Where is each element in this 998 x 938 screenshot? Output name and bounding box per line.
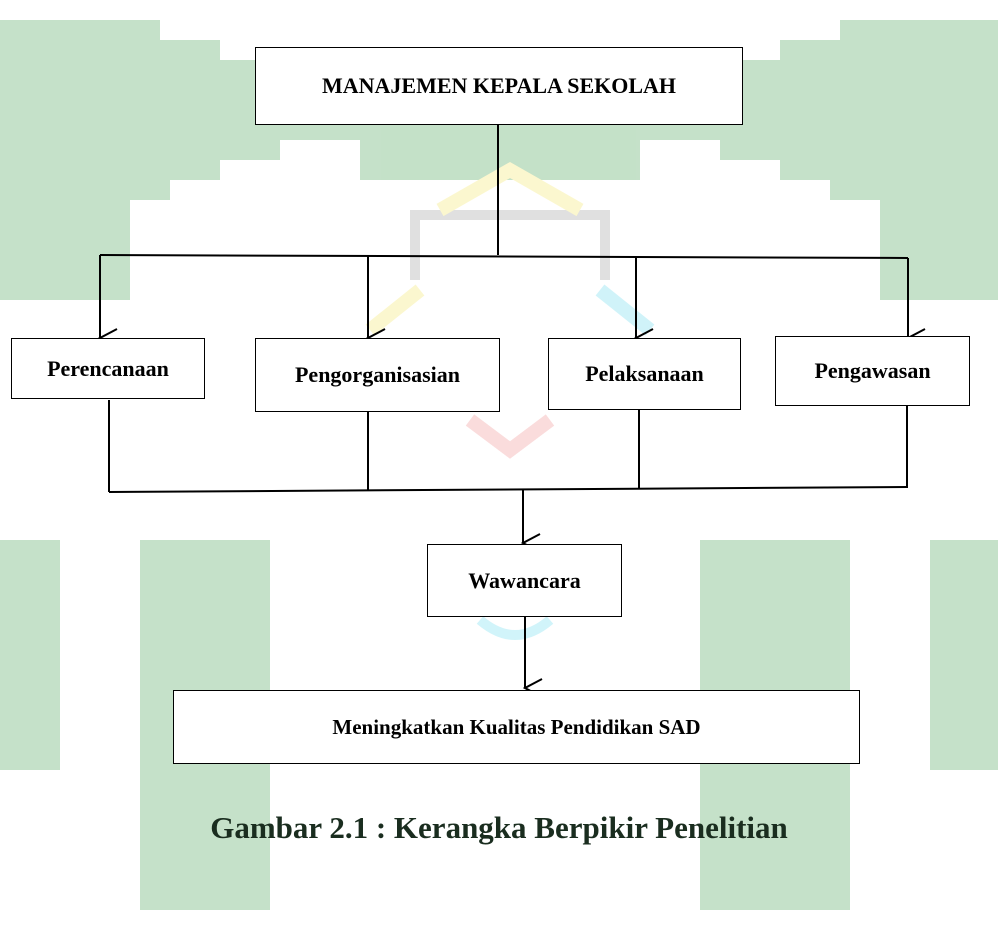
root-label: MANAJEMEN KEPALA SEKOLAH (321, 73, 677, 98)
perencanaan-box: Perencanaan (11, 338, 205, 399)
pengawasan-label: Pengawasan (814, 358, 931, 383)
perencanaan-label: Perencanaan (47, 355, 169, 381)
pengorganisasian-label: Pengorganisasian (294, 362, 461, 387)
wawancara-box: Wawancara (427, 544, 622, 617)
watermark-left-block (0, 540, 60, 770)
watermark-right-block (930, 540, 998, 770)
bottom-bus (108, 486, 908, 493)
pengawasan-box: Pengawasan (775, 336, 970, 406)
root-box: MANAJEMEN KEPALA SEKOLAH (255, 47, 743, 125)
pengorganisasian-box: Pengorganisasian (255, 338, 500, 412)
outcome-label: Meningkatkan Kualitas Pendidikan SAD (332, 714, 701, 739)
figure-caption: Gambar 2.1 : Kerangka Berpikir Penelitia… (210, 810, 788, 845)
wawancara-label: Wawancara (468, 567, 581, 593)
pelaksanaan-box: Pelaksanaan (548, 338, 741, 410)
top-bus (99, 254, 909, 259)
connector-lines (100, 125, 908, 688)
watermark-center-emblem (365, 161, 655, 640)
pelaksanaan-label: Pelaksanaan (585, 361, 704, 386)
outcome-box: Meningkatkan Kualitas Pendidikan SAD (173, 690, 860, 764)
